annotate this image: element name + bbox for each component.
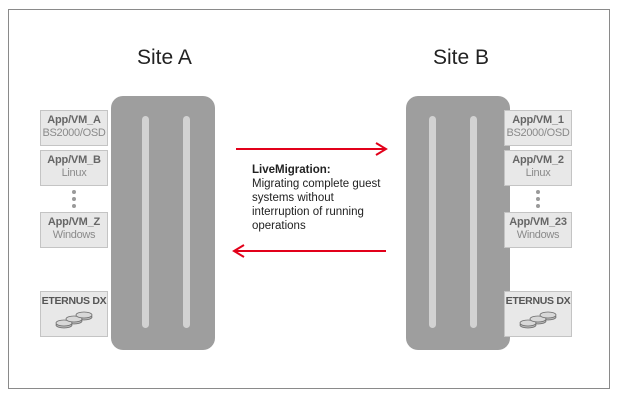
disk-stack-icon bbox=[519, 311, 557, 329]
site-b-vm-1: App/VM_1 BS2000/OSD bbox=[504, 110, 572, 146]
vm-name: App/VM_B bbox=[47, 154, 101, 166]
diagram-frame bbox=[8, 9, 610, 389]
site-a-storage: ETERNUS DX bbox=[40, 291, 108, 337]
vm-os: Windows bbox=[52, 229, 96, 241]
vm-os: BS2000/OSD bbox=[506, 127, 570, 139]
storage-label: ETERNUS DX bbox=[505, 295, 571, 307]
vm-name: App/VM_Z bbox=[47, 216, 101, 228]
migration-heading: LiveMigration: bbox=[252, 164, 331, 176]
site-b-ellipsis bbox=[536, 190, 542, 211]
migration-body: Migrating complete guest systems without… bbox=[252, 178, 381, 232]
vm-name: App/VM_23 bbox=[509, 216, 567, 228]
disk-stack-icon bbox=[55, 311, 93, 329]
vm-os: BS2000/OSD bbox=[42, 127, 106, 139]
site-a-server bbox=[111, 96, 215, 350]
vm-os: Windows bbox=[516, 229, 560, 241]
migration-note: LiveMigration: Migrating complete guest … bbox=[252, 163, 382, 233]
site-b-vm-23: App/VM_23 Windows bbox=[504, 212, 572, 248]
arrow-left-head bbox=[232, 244, 245, 258]
vm-name: App/VM_1 bbox=[512, 114, 564, 126]
vm-os: Linux bbox=[525, 167, 551, 179]
site-a-title: Site A bbox=[137, 46, 192, 69]
server-rail bbox=[142, 116, 149, 328]
vm-name: App/VM_2 bbox=[512, 154, 564, 166]
site-a-vm-b: App/VM_B Linux bbox=[40, 150, 108, 186]
server-rail bbox=[429, 116, 436, 328]
site-a-ellipsis bbox=[72, 190, 78, 211]
site-a-vm-z: App/VM_Z Windows bbox=[40, 212, 108, 248]
storage-label: ETERNUS DX bbox=[41, 295, 107, 307]
site-b-server bbox=[406, 96, 510, 350]
site-b-vm-2: App/VM_2 Linux bbox=[504, 150, 572, 186]
server-rail bbox=[470, 116, 477, 328]
site-a-vm-a: App/VM_A BS2000/OSD bbox=[40, 110, 108, 146]
server-rail bbox=[183, 116, 190, 328]
vm-os: Linux bbox=[61, 167, 87, 179]
site-b-storage: ETERNUS DX bbox=[504, 291, 572, 337]
vm-name: App/VM_A bbox=[47, 114, 101, 126]
arrow-right-head bbox=[375, 142, 388, 156]
site-b-title: Site B bbox=[433, 46, 490, 69]
